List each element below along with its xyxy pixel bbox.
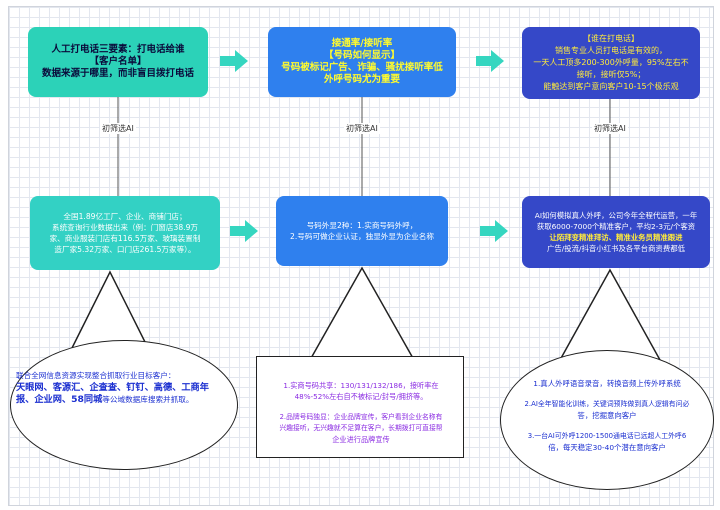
who-to-call-box: 人工打电话三要素：打电话给谁 【客户名单】 数据来源于哪里，而非盲目拨打电话 bbox=[28, 27, 208, 97]
callout-line: 等公域数据库搜索并抓取。 bbox=[102, 395, 194, 404]
callout-line: 报、企业网、58同城 bbox=[16, 394, 103, 405]
connector-label: 初筛选AI bbox=[344, 123, 380, 134]
number-display-box: 号码外显2种：1.实商号码外呼， 2.号码可做企业认证，独显外显为企业名称 bbox=[276, 196, 448, 266]
callout-line: 3.一台AI可外呼1200-1500通电话已远超人工外呼6 bbox=[527, 432, 687, 440]
who-is-calling-box: 【谁在打电话】 销售专业人员打电话是有效的， 一天人工顶多200-300外呼量，… bbox=[522, 27, 700, 99]
connector-label: 初筛选AI bbox=[592, 123, 628, 134]
box-line: 系统查询行业数据出来（例：门窗店38.9万 bbox=[52, 223, 198, 232]
answer-rate-box: 接通率/接听率 【号码如何显示】 号码被标记广告、诈骗、骚扰接听率低 外呼号码尤… bbox=[268, 27, 456, 97]
box-line: 广告/投流/抖音小红书及各平台商资费都低 bbox=[546, 244, 685, 253]
ai-training-text: 1.真人外呼语音录音，转换音频上传外呼系统 2.AI全年智能化训练，关键词预阵做… bbox=[508, 378, 706, 453]
box-line: 能触达到客户意向客户10-15个极乐观 bbox=[543, 82, 679, 91]
box-line: 【客户名单】 bbox=[89, 56, 147, 67]
box-line: 接通率/接听率 bbox=[331, 38, 393, 49]
box-line: 外呼号码尤为重要 bbox=[323, 74, 400, 85]
data-crawl-callout bbox=[10, 340, 238, 470]
number-sharing-callout bbox=[256, 356, 464, 458]
callout-line: 天眼网、客源汇、企查查、钉钉、高德、工商年 bbox=[16, 382, 209, 393]
box-line: 2.号码可做企业认证，独显外显为企业名称 bbox=[290, 232, 434, 241]
box-line: 号码外显2种：1.实商号码外呼， bbox=[306, 221, 418, 230]
callout-line: 答，挖掘意向客户 bbox=[577, 411, 637, 420]
box-line: 造厂家5.32万家、口门店261.5万家等）。 bbox=[54, 245, 196, 254]
box-line: 一天人工顶多200-300外呼量，95%左右不 bbox=[533, 58, 689, 67]
box-line: 【谁在打电话】 bbox=[583, 34, 639, 43]
box-line: 人工打电话三要素：打电话给谁 bbox=[51, 44, 185, 55]
box-line: 号码被标记广告、诈骗、骚扰接听率低 bbox=[281, 62, 443, 73]
box-line: 数据来源于哪里，而非盲目拨打电话 bbox=[41, 68, 194, 79]
right-arrow-icon bbox=[220, 50, 248, 72]
callout-line: 48%-52%左右自不被标记/封号/拥挤等。 bbox=[294, 392, 428, 401]
box-line: 【号码如何显示】 bbox=[323, 50, 400, 61]
callout-line: 2.AI全年智能化训练，关键词预阵做到真人逻辑有问必 bbox=[524, 400, 690, 408]
callout-line: 兴趣接听，无兴趣就不足算在客户，长期拨打可直接帮 bbox=[279, 424, 443, 432]
callout-line: 1.实商号码共享：130/131/132/186，接听率在 bbox=[283, 381, 439, 390]
box-line: 获取6000-7000个精准客户，平均2-3元/个客资 bbox=[536, 222, 696, 231]
callout-line: 1.真人外呼语音录音，转换音频上传外呼系统 bbox=[533, 379, 681, 388]
box-line: 销售专业人员打电话是有效的， bbox=[555, 46, 667, 55]
callout-line: 倍，每天稳定30-40个潜在意向客户 bbox=[548, 443, 666, 452]
callout-line: 2.品牌号码独显：企业品牌宣传，客户看到企业名称有 bbox=[279, 413, 443, 421]
box-line: 让陌拜变精准拜访、精准业务员精准跟进 bbox=[549, 233, 683, 242]
data-crawl-text: 联合全网信息资源实现整合抓取行业目标客户： 天眼网、客源汇、企查查、钉钉、高德、… bbox=[16, 370, 236, 406]
callout-line: 联合全网信息资源实现整合抓取行业目标客户： bbox=[16, 371, 176, 380]
box-line: 接听，接听仅5%； bbox=[576, 70, 646, 79]
right-arrow-icon bbox=[480, 220, 508, 242]
ai-calling-box: AI如何模拟真人外呼，公司今年全程代运营，一年 获取6000-7000个精准客户… bbox=[522, 196, 710, 268]
data-source-box: 全国1.89亿工厂、企业、商铺门店； 系统查询行业数据出来（例：门窗店38.9万… bbox=[30, 196, 220, 270]
box-line: 全国1.89亿工厂、企业、商铺门店； bbox=[63, 212, 187, 221]
right-arrow-icon bbox=[230, 220, 258, 242]
right-arrow-icon bbox=[476, 50, 504, 72]
box-line: AI如何模拟真人外呼，公司今年全程代运营，一年 bbox=[534, 211, 698, 220]
connector-label: 初筛选AI bbox=[100, 123, 136, 134]
box-line: 家、商业服装门店有116.5万家、玻璃装置制 bbox=[49, 234, 201, 243]
number-sharing-text: 1.实商号码共享：130/131/132/186，接听率在 48%-52%左右自… bbox=[262, 380, 460, 445]
callout-line: 企业进行品牌宣传 bbox=[332, 435, 390, 444]
ai-training-callout bbox=[500, 350, 714, 490]
